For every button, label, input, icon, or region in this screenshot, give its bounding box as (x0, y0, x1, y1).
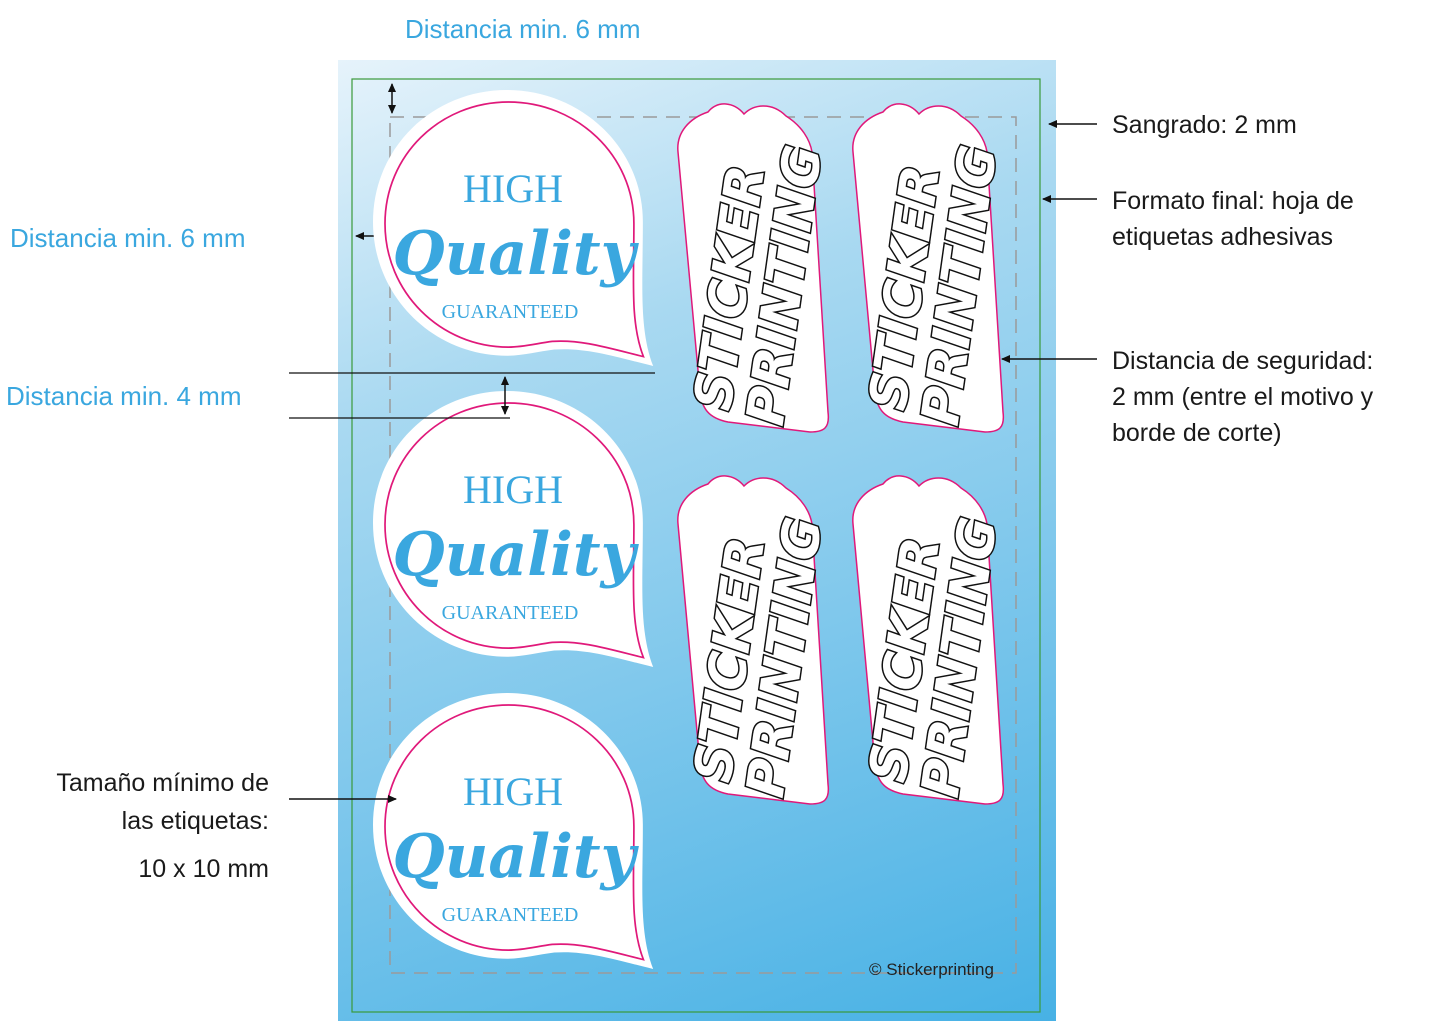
badge-quality-text: Quality (393, 520, 640, 590)
badge-quality-text: Quality (393, 219, 640, 289)
sticker-printing-4: STICKER PRINTING (852, 475, 1011, 805)
min-size-label-1: Tamaño mínimo de (56, 769, 269, 797)
badge-guaranteed-text: GUARANTEED (442, 904, 579, 926)
safety-label-3: borde de corte) (1112, 419, 1282, 447)
badge-high-text: HIGH (463, 769, 563, 814)
sticker-printing-2: STICKER PRINTING (852, 103, 1011, 433)
badge-guaranteed-text: GUARANTEED (442, 301, 579, 323)
sticker-printing-3: STICKER PRINTING (677, 475, 836, 805)
badge-sticker-1: HIGH Quality GUARANTEED (373, 90, 654, 367)
min-size-label-2: las etiquetas: (121, 807, 269, 835)
final-format-label-1: Formato final: hoja de (1112, 187, 1354, 215)
badge-high-text: HIGH (463, 166, 563, 211)
bleed-label: Sangrado: 2 mm (1112, 111, 1297, 139)
badge-sticker-3: HIGH Quality GUARANTEED (373, 693, 654, 970)
safety-label-2: 2 mm (entre el motivo y (1112, 383, 1374, 411)
sticker-printing-1: STICKER PRINTING (677, 103, 836, 433)
badge-high-text: HIGH (463, 467, 563, 512)
left-distance-label: Distancia min. 6 mm (10, 223, 246, 253)
bleed-line (351, 78, 1041, 1013)
badge-quality-text: Quality (393, 822, 640, 892)
min-size-label-3: 10 x 10 mm (138, 855, 269, 883)
badge-sticker-2: HIGH Quality GUARANTEED (373, 391, 654, 668)
copyright-text: © Stickerprinting (869, 960, 994, 979)
badge-guaranteed-text: GUARANTEED (442, 602, 579, 624)
safety-label-1: Distancia de seguridad: (1112, 347, 1374, 375)
top-distance-label: Distancia min. 6 mm (405, 14, 641, 44)
between-distance-label: Distancia min. 4 mm (6, 381, 242, 411)
final-format-label-2: etiquetas adhesivas (1112, 223, 1333, 251)
